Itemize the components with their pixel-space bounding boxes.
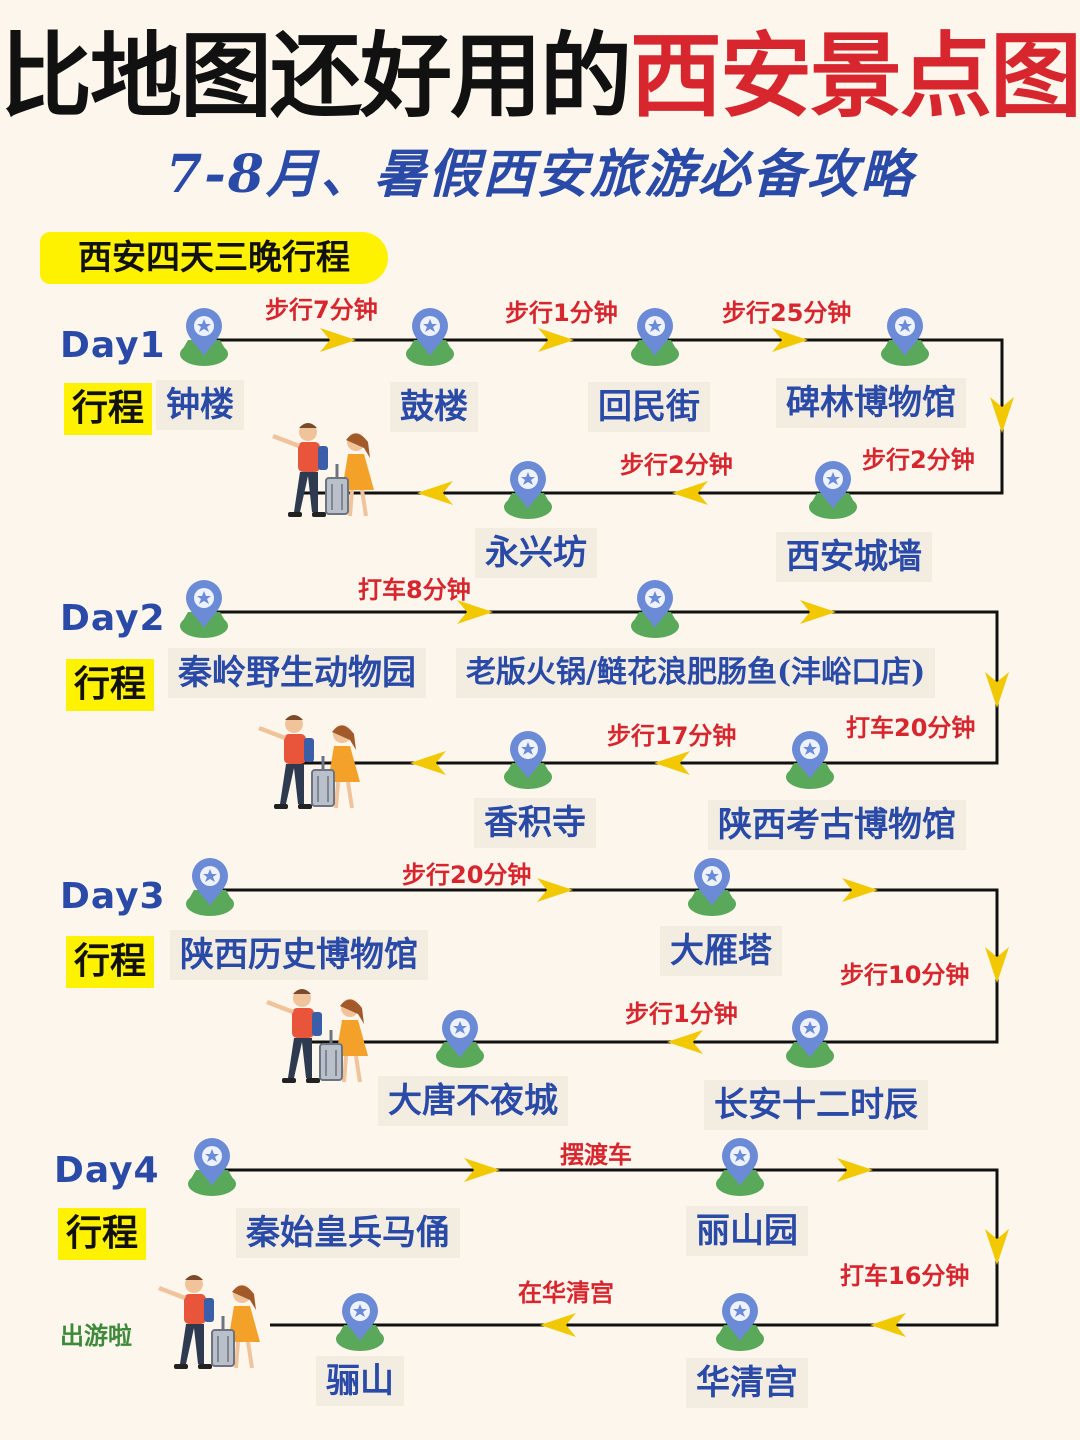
map-pin-icon bbox=[716, 1293, 764, 1351]
place-hotpot-restaurant: 老版火锅/鲢花浪肥肠鱼(沣峪口店) bbox=[456, 648, 936, 698]
title-part-1: 比地图还好用的 bbox=[0, 23, 632, 130]
transfer-label: 步行1分钟 bbox=[625, 1000, 738, 1028]
day3-xingcheng: 行程 bbox=[66, 936, 154, 988]
travelers-icon bbox=[256, 713, 362, 811]
transfer-label: 打车8分钟 bbox=[358, 576, 471, 604]
day2-xingcheng: 行程 bbox=[66, 659, 154, 711]
place-gulou: 鼓楼 bbox=[390, 382, 478, 432]
map-pin-icon bbox=[406, 308, 454, 366]
place-terracotta-warriors: 秦始皇兵马俑 bbox=[236, 1208, 460, 1258]
map-pin-icon bbox=[180, 580, 228, 638]
transfer-label: 打车20分钟 bbox=[846, 714, 976, 742]
day4-xingcheng: 行程 bbox=[58, 1208, 146, 1260]
map-pin-icon bbox=[186, 858, 234, 916]
place-big-wild-goose-pagoda: 大雁塔 bbox=[660, 926, 782, 976]
title-part-2: 西安景点图 bbox=[630, 23, 1080, 130]
map-pin-icon bbox=[188, 1138, 236, 1196]
map-pin-icon bbox=[631, 580, 679, 638]
travelers-icon bbox=[156, 1273, 262, 1371]
place-xiangji-temple: 香积寺 bbox=[474, 798, 596, 848]
map-pin-icon bbox=[631, 308, 679, 366]
travelers-icon bbox=[270, 421, 376, 519]
place-zhonglou: 钟楼 bbox=[156, 380, 244, 430]
place-shaanxi-archaeology-museum: 陕西考古博物馆 bbox=[708, 800, 966, 850]
day1-label: Day1 bbox=[60, 325, 166, 366]
map-pin-icon bbox=[786, 1010, 834, 1068]
day3-label: Day3 bbox=[60, 876, 166, 917]
transfer-label: 步行7分钟 bbox=[265, 296, 378, 324]
brand-logo: 出游啦 bbox=[60, 1322, 132, 1350]
travelers-icon bbox=[264, 987, 370, 1085]
transfer-label: 在华清宫 bbox=[518, 1279, 614, 1307]
place-lishan-mountain: 骊山 bbox=[316, 1356, 404, 1406]
page-title: 比地图还好用的西安景点图 bbox=[0, 22, 1080, 132]
day2-label: Day2 bbox=[60, 598, 166, 639]
map-pin-icon bbox=[688, 858, 736, 916]
transfer-label: 步行2分钟 bbox=[862, 446, 975, 474]
place-huaqing-palace: 华清宫 bbox=[686, 1358, 808, 1408]
itinerary-label: 西安四天三晚行程 bbox=[40, 232, 388, 284]
map-pin-icon bbox=[180, 308, 228, 366]
map-pin-icon bbox=[504, 461, 552, 519]
map-pin-icon bbox=[504, 731, 552, 789]
map-pin-icon bbox=[809, 461, 857, 519]
transfer-label: 步行2分钟 bbox=[620, 451, 733, 479]
place-beilin-museum: 碑林博物馆 bbox=[776, 378, 966, 428]
map-pin-icon bbox=[336, 1293, 384, 1351]
map-pin-icon bbox=[716, 1138, 764, 1196]
transfer-label: 步行1分钟 bbox=[505, 299, 618, 327]
map-pin-icon bbox=[786, 731, 834, 789]
place-shaanxi-history-museum: 陕西历史博物馆 bbox=[170, 930, 428, 980]
day4-label: Day4 bbox=[54, 1150, 160, 1191]
map-pin-icon bbox=[881, 308, 929, 366]
transfer-label: 打车16分钟 bbox=[840, 1262, 970, 1290]
place-xian-city-wall: 西安城墙 bbox=[776, 532, 932, 582]
place-yongxingfang: 永兴坊 bbox=[475, 528, 597, 578]
place-datang-buyecheng: 大唐不夜城 bbox=[378, 1076, 568, 1126]
transfer-label: 步行17分钟 bbox=[607, 722, 737, 750]
place-lishan-garden: 丽山园 bbox=[686, 1206, 808, 1256]
place-qinling-wildlife-park: 秦岭野生动物园 bbox=[168, 648, 426, 698]
place-huiminjie: 回民街 bbox=[588, 382, 710, 432]
transfer-label: 步行25分钟 bbox=[722, 299, 852, 327]
transfer-label: 摆渡车 bbox=[560, 1141, 632, 1169]
subtitle: 7-8月、暑假西安旅游必备攻略 bbox=[166, 144, 914, 205]
day1-xingcheng: 行程 bbox=[64, 383, 152, 435]
transfer-label: 步行20分钟 bbox=[402, 861, 532, 889]
transfer-label: 步行10分钟 bbox=[840, 961, 970, 989]
map-pin-icon bbox=[436, 1010, 484, 1068]
place-changan-twelve-hours: 长安十二时辰 bbox=[704, 1080, 928, 1130]
